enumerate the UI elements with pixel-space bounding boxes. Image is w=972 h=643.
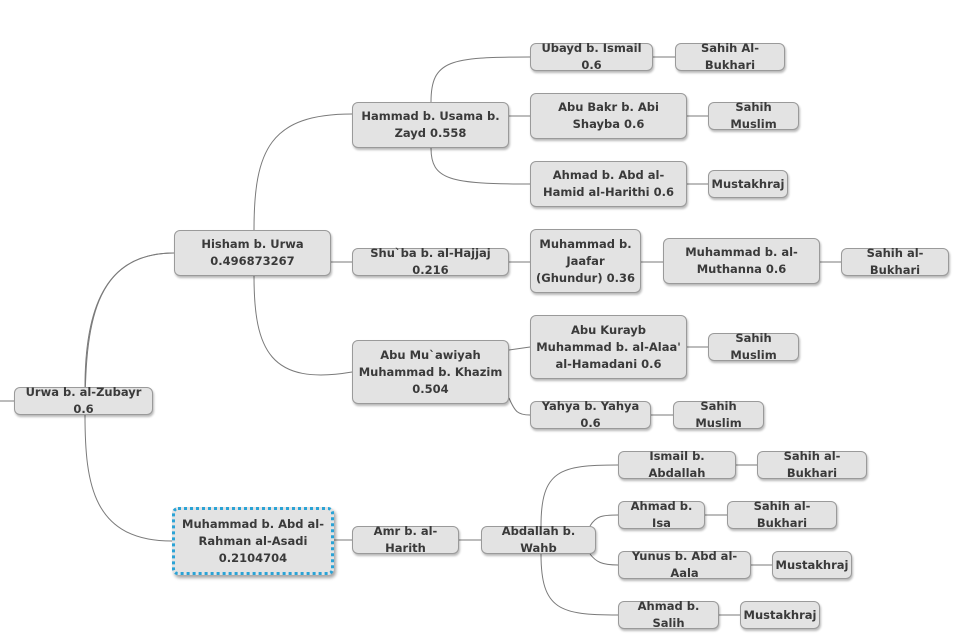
edge-hisham-abu-muawiyah: [253, 275, 353, 376]
node-yunus[interactable]: Yunus b. Abd al-Aala: [618, 549, 751, 580]
node-yahya[interactable]: Yahya b. Yahya 0.6: [530, 399, 651, 430]
node-abu-kurayb[interactable]: Abu Kurayb Muhammad b. al-Alaa' al-Hamad…: [530, 315, 687, 379]
node-muhammad-asadi[interactable]: Muhammad b. Abd al-Rahman al-Asadi 0.210…: [172, 507, 334, 575]
edge-wahb-ahmad-isa: [589, 514, 619, 527]
node-urwa[interactable]: Urwa b. al-Zubayr 0.6: [14, 385, 153, 416]
edge-hisham-hammad: [253, 113, 353, 231]
source-abu-kurayb[interactable]: Sahih Muslim: [708, 331, 799, 362]
source-muthanna[interactable]: Sahih al-Bukhari: [841, 246, 949, 277]
node-muhammad-jaafar[interactable]: Muhammad b. Jaafar (Ghundur) 0.36: [530, 229, 641, 293]
node-ahmad-harithi[interactable]: Ahmad b. Abd al-Hamid al-Harithi 0.6: [530, 161, 687, 207]
edge-urwa-hisham-upper: [84, 252, 175, 388]
source-ahmad-isa[interactable]: Sahih al-Bukhari: [727, 499, 837, 530]
edge-wahb-ahmad-salih: [540, 553, 619, 616]
node-muhammad-muthanna[interactable]: Muhammad b. al-Muthanna 0.6: [663, 238, 820, 284]
node-abdallah-wahb[interactable]: Abdallah b. Wahb: [481, 524, 596, 555]
edge-wahb-ismail: [540, 464, 619, 527]
source-ubayd[interactable]: Sahih Al-Bukhari: [675, 41, 785, 72]
source-ismail[interactable]: Sahih al-Bukhari: [757, 449, 867, 480]
node-abu-muawiyah[interactable]: Abu Mu`awiyah Muhammad b. Khazim 0.504: [352, 340, 509, 404]
node-hammad[interactable]: Hammad b. Usama b. Zayd 0.558: [352, 102, 509, 148]
source-ahmad-salih[interactable]: Mustakhraj: [740, 601, 820, 629]
source-abu-bakr[interactable]: Sahih Muslim: [708, 100, 799, 131]
edge-hammad-ahmad-harithi: [430, 147, 531, 185]
edge-urwa-muhammad-asadi: [84, 414, 173, 542]
node-ismail[interactable]: Ismail b. Abdallah: [618, 449, 736, 480]
node-ahmad-salih[interactable]: Ahmad b. Salih: [618, 599, 719, 630]
node-ahmad-isa[interactable]: Ahmad b. Isa: [618, 499, 705, 530]
node-hisham[interactable]: Hisham b. Urwa 0.496873267: [174, 230, 331, 276]
edge-hammad-ubayd: [430, 56, 531, 103]
node-abu-bakr[interactable]: Abu Bakr b. Abi Shayba 0.6: [530, 93, 687, 139]
edge-abu-muawiyah-abu-kurayb: [508, 346, 531, 351]
source-yunus[interactable]: Mustakhraj: [772, 551, 852, 579]
node-ubayd[interactable]: Ubayd b. Ismail 0.6: [530, 41, 653, 72]
source-ahmad-harithi[interactable]: Mustakhraj: [708, 170, 788, 198]
node-amr[interactable]: Amr b. al-Harith: [352, 524, 459, 555]
edge-wahb-yunus: [589, 553, 619, 566]
node-shuba[interactable]: Shu`ba b. al-Hajjaj 0.216: [352, 246, 509, 277]
source-yahya[interactable]: Sahih Muslim: [673, 399, 764, 430]
edge-abu-muawiyah-yahya: [508, 397, 531, 416]
